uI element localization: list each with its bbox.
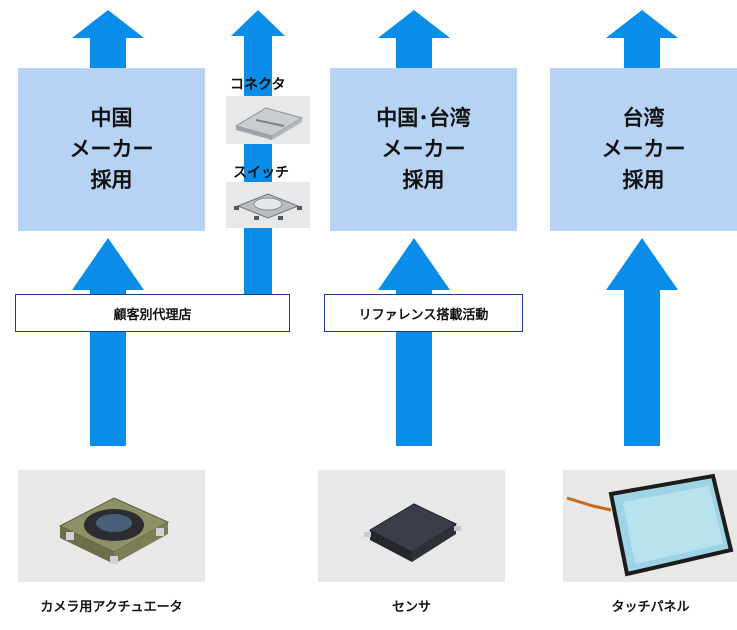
touch-panel-caption: タッチパネル <box>611 600 690 615</box>
touch-panel-icon <box>566 473 734 577</box>
up-arrow-top-china-taiwan <box>378 10 450 68</box>
box-china-line-3: 採用 <box>90 168 133 192</box>
box-taiwan-line-1: 台湾 <box>622 106 665 130</box>
box-taiwan-line-2: メーカー <box>601 137 686 161</box>
switch-icon <box>234 193 302 220</box>
box-taiwan-maker-adoption: 台湾 メーカー 採用 <box>550 68 737 231</box>
sensor-caption: センサ <box>391 600 431 615</box>
up-arrow-connector-switch <box>231 10 285 295</box>
box-china-taiwan-line-1: 中国･台湾 <box>376 106 471 130</box>
sensor-icon <box>364 503 461 562</box>
switch-image <box>226 182 310 228</box>
connector-icon <box>234 107 304 140</box>
up-arrow-camera-actuator <box>72 238 144 446</box>
connector-image <box>226 96 310 144</box>
touch-panel-image <box>563 470 737 582</box>
box-taiwan-line-3: 採用 <box>622 168 665 192</box>
box-china-taiwan-line-2: メーカー <box>381 137 466 161</box>
box-china-maker-adoption: 中国 メーカー 採用 <box>18 68 205 231</box>
box-china-line-1: 中国 <box>90 106 133 130</box>
reference-activity-label: リファレンス搭載活動 <box>324 294 523 332</box>
up-arrow-top-taiwan <box>606 10 678 68</box>
box-china-taiwan-line-3: 採用 <box>402 168 445 192</box>
camera-actuator-caption: カメラ用アクチュエータ <box>40 600 183 615</box>
connector-label: コネクタ <box>230 77 286 93</box>
box-china-line-2: メーカー <box>69 137 154 161</box>
up-arrow-touch-panel <box>606 238 678 446</box>
sensor-image <box>318 470 505 582</box>
switch-label: スイッチ <box>233 165 289 181</box>
dealer-channel-label: 顧客別代理店 <box>15 294 290 332</box>
camera-actuator-image <box>18 470 205 582</box>
up-arrow-sensor <box>378 238 450 446</box>
box-china-taiwan-maker-adoption: 中国･台湾 メーカー 採用 <box>330 68 517 231</box>
up-arrow-top-china <box>72 10 144 68</box>
camera-actuator-icon <box>58 497 170 564</box>
